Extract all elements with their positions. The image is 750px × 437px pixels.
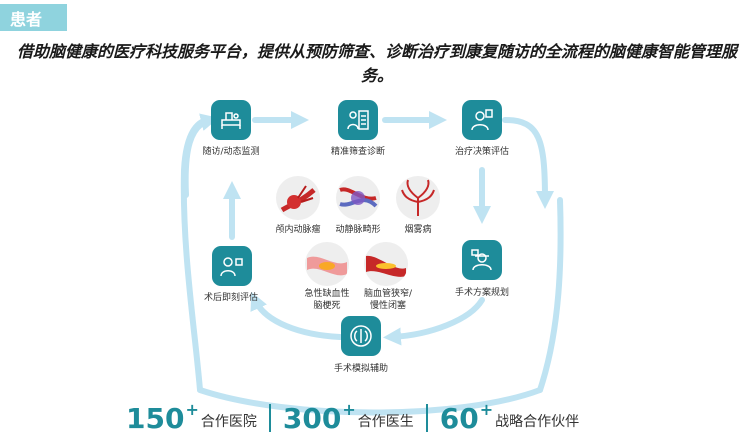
- step-label-postop: 术后即刻评估: [203, 293, 258, 303]
- stat-hospitals: 150 + 合作医院: [126, 400, 257, 435]
- top-right-curve: [502, 117, 554, 209]
- stat-label: 合作医生: [357, 414, 414, 430]
- clipboard-icon: [338, 100, 378, 140]
- stats-bar: 150 + 合作医院 300 + 合作医生 60 + 战略合作伙伴: [126, 398, 579, 434]
- stat-label: 战略合作伙伴: [495, 414, 580, 430]
- stat-plus: +: [185, 400, 199, 419]
- step-label-decision: 治疗决策评估: [454, 147, 509, 157]
- avm-image: [336, 176, 380, 220]
- disease-label-avm: 动静脉畸形: [335, 225, 381, 235]
- stat-number: 150: [126, 402, 185, 435]
- stat-plus: +: [342, 400, 356, 419]
- ischemic-stroke-image: [305, 242, 349, 286]
- disease-label-moyamoya: 烟雾病: [404, 225, 432, 235]
- top-left-curve: [182, 113, 219, 198]
- outer-loop-right: [537, 197, 564, 393]
- disease-label-aneurysm: 颅内动脉瘤: [275, 225, 321, 235]
- patient-section-tag: 患者: [0, 4, 67, 31]
- disease-label-ischemic: 急性缺血性 脑梗死: [304, 289, 350, 311]
- stat-number: 60: [439, 402, 479, 435]
- step-label-planning: 手术方案规划: [454, 288, 509, 298]
- surgeon-icon: [462, 240, 502, 280]
- stat-number: 300: [282, 402, 342, 435]
- outer-loop-bottom: [197, 387, 543, 416]
- aneurysm-image: [276, 176, 320, 220]
- stat-divider: [425, 404, 428, 432]
- moyamoya-image: [396, 176, 440, 220]
- intro-text: 借助脑健康的医疗科技服务平台，提供从预防筛查、诊断治疗到康复随访的全流程的脑健康…: [16, 42, 737, 85]
- stat-label: 合作医院: [200, 414, 257, 430]
- bed-icon: [211, 100, 251, 140]
- stenosis-image: [364, 242, 408, 286]
- step-label-screening: 精准筛查诊断: [330, 147, 385, 157]
- arrow-plan-to-simulation: [383, 297, 485, 346]
- stat-partners: 60 + 战略合作伙伴: [439, 400, 580, 435]
- arrow-simulation-to-postop: [250, 291, 343, 340]
- nurse-icon: [212, 246, 252, 286]
- stat-doctors: 300 + 合作医生: [282, 400, 414, 435]
- brain-icon: [341, 316, 381, 356]
- disease-label-stenosis: 脑血管狭窄/ 慢性闭塞: [363, 289, 413, 311]
- stat-divider: [268, 404, 271, 432]
- stat-plus: +: [479, 400, 494, 419]
- doctor-icon: [462, 100, 502, 140]
- step-label-monitoring: 随访/动态监测: [202, 147, 260, 157]
- step-label-simulation: 手术模拟辅助: [333, 364, 388, 374]
